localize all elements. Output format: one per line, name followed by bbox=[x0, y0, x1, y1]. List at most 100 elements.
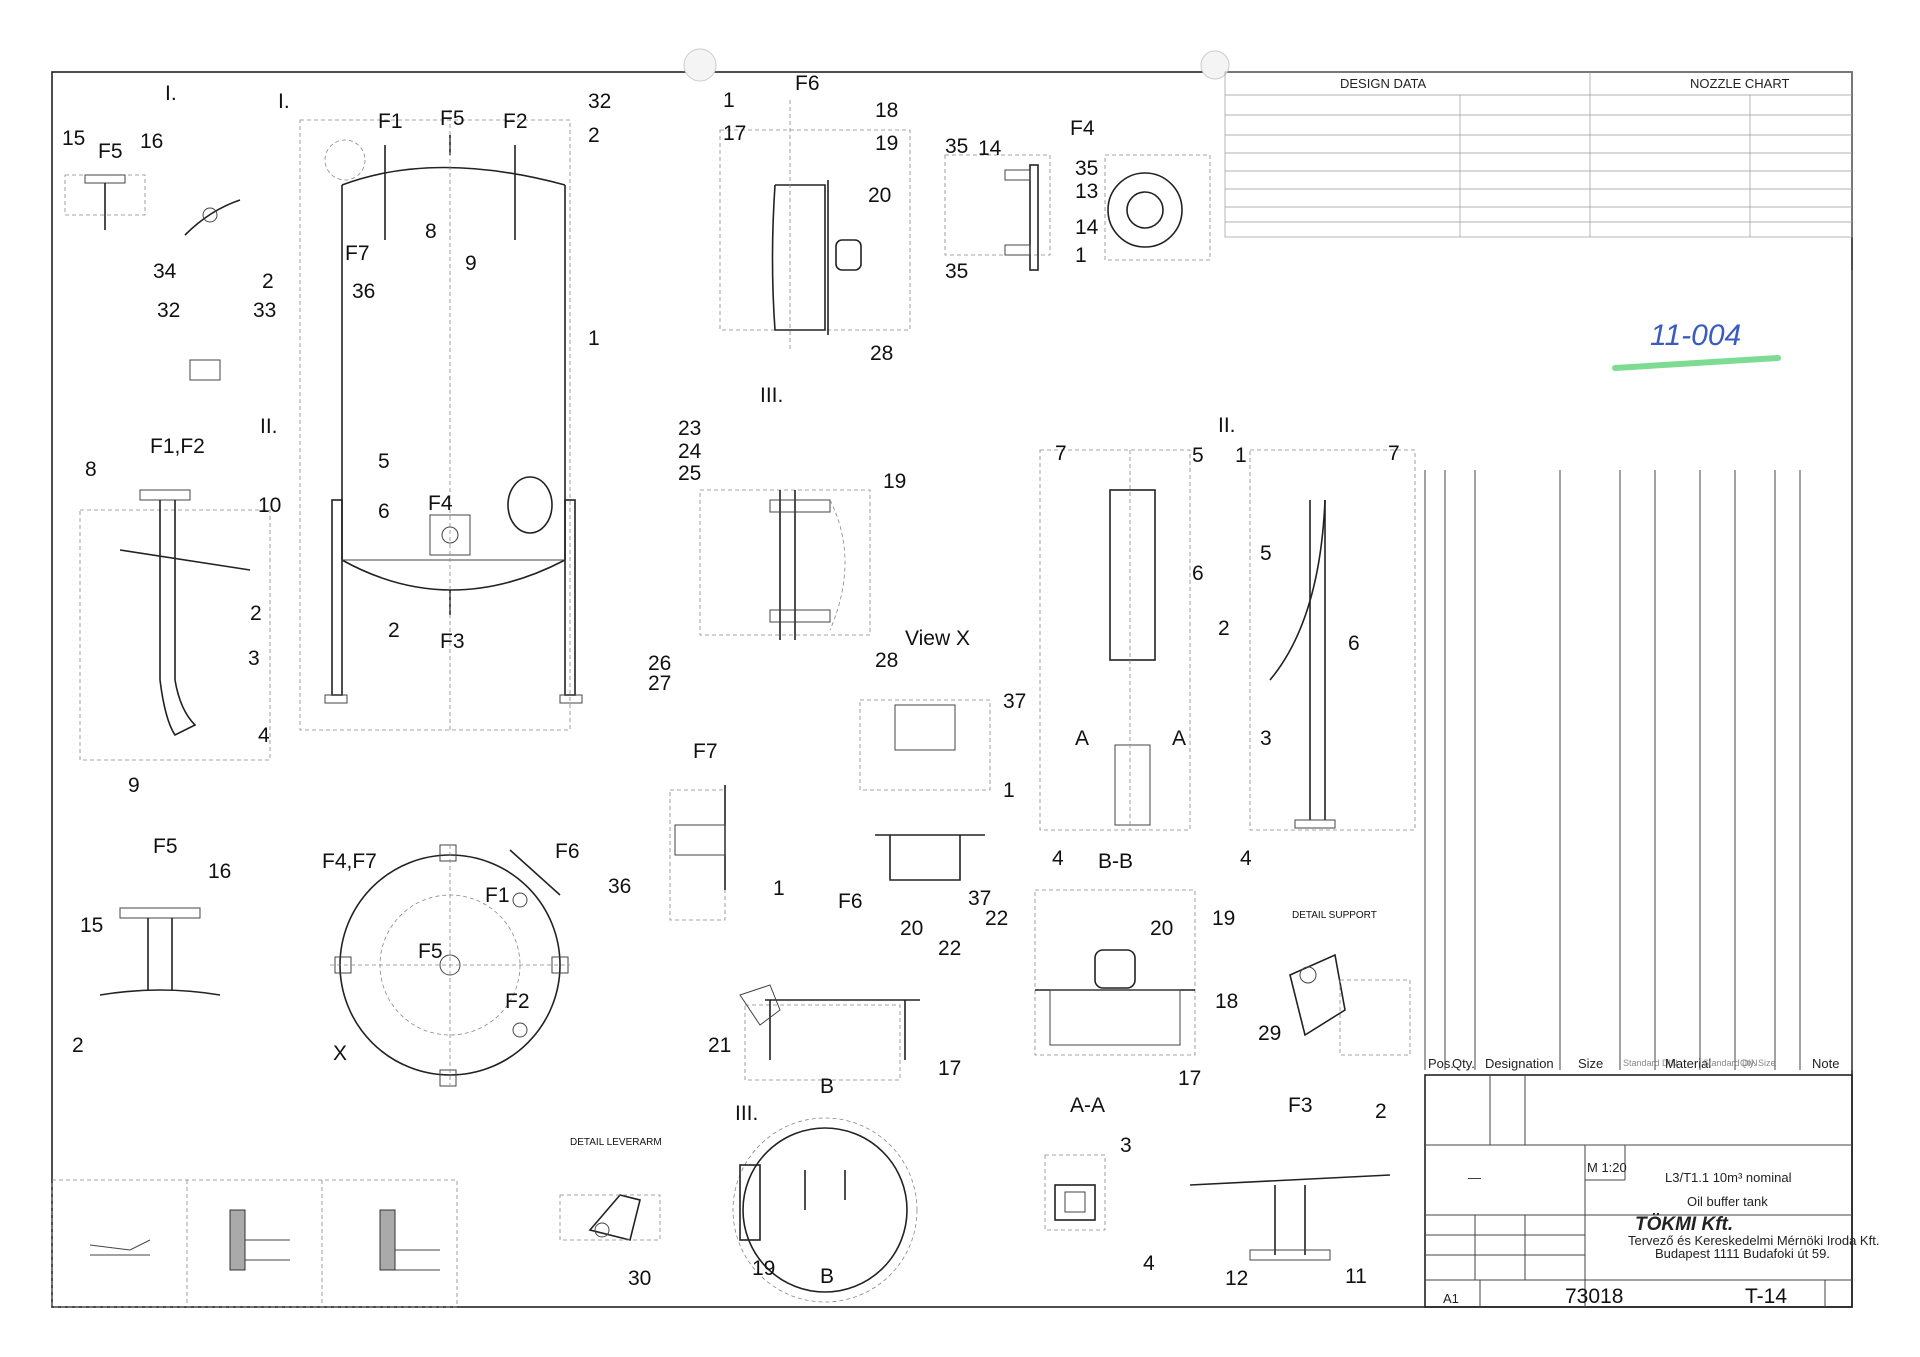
part-label: F2 bbox=[503, 110, 528, 133]
part-label: F4 bbox=[428, 492, 453, 515]
part-label: 7 bbox=[1388, 442, 1400, 465]
part-label: 15 bbox=[62, 127, 85, 150]
title-line2: Oil buffer tank bbox=[1687, 1194, 1768, 1209]
part-label: 19 bbox=[875, 132, 898, 155]
part-label: 9 bbox=[128, 774, 140, 797]
part-label: 1 bbox=[1075, 244, 1087, 267]
part-label: 1 bbox=[1235, 444, 1247, 467]
part-label: 19 bbox=[1212, 907, 1235, 930]
part-label: 15 bbox=[80, 914, 103, 937]
bom-col-pos: Pos. bbox=[1428, 1056, 1454, 1071]
title-sheet-size: A1 bbox=[1443, 1291, 1459, 1306]
part-label: 20 bbox=[900, 917, 923, 940]
part-label: 17 bbox=[723, 122, 746, 145]
part-label: 21 bbox=[708, 1034, 731, 1057]
part-label: 2 bbox=[388, 619, 400, 642]
detail-III-bottom-title: III. bbox=[735, 1102, 758, 1125]
handwritten-note: 11-004 bbox=[1650, 319, 1741, 352]
part-label: 22 bbox=[985, 907, 1008, 930]
part-label: 34 bbox=[153, 260, 177, 283]
part-label: 2 bbox=[250, 602, 262, 625]
part-label: 9 bbox=[465, 252, 477, 275]
part-label: X bbox=[333, 1042, 347, 1065]
plan-view bbox=[330, 844, 570, 1087]
part-label: 16 bbox=[208, 860, 231, 883]
part-label: F1 bbox=[485, 884, 510, 907]
part-label: 1 bbox=[588, 327, 600, 350]
part-label: 37 bbox=[968, 887, 991, 910]
part-label: 1 bbox=[773, 877, 785, 900]
part-label: 37 bbox=[1003, 690, 1026, 713]
bom-col-note: Note bbox=[1812, 1056, 1839, 1071]
part-label: 1 bbox=[723, 89, 735, 112]
part-label: 36 bbox=[352, 280, 375, 303]
detail-F4-sketch bbox=[944, 154, 1211, 271]
part-label: 7 bbox=[1055, 442, 1067, 465]
design-data-header: DESIGN DATA bbox=[1340, 76, 1427, 91]
part-label: A bbox=[1172, 727, 1186, 750]
part-label: 20 bbox=[868, 184, 891, 207]
detail-III-top-title: III. bbox=[760, 384, 783, 407]
nozzle-chart-header: NOZZLE CHART bbox=[1690, 76, 1789, 91]
part-label: 6 bbox=[1348, 632, 1360, 655]
bom-col-std2: Standard DIN bbox=[1703, 1058, 1758, 1068]
detail-F3-title: F3 bbox=[1288, 1094, 1313, 1117]
part-label: 22 bbox=[938, 937, 961, 960]
part-label: F3 bbox=[440, 630, 465, 653]
bom-col-size: Size bbox=[1578, 1056, 1603, 1071]
part-label: 19 bbox=[883, 470, 906, 493]
detail-F7-sketch bbox=[669, 785, 726, 921]
part-label: 5 bbox=[378, 450, 390, 473]
title-drawing-no: 73018 bbox=[1565, 1285, 1623, 1308]
view-x-title: View X bbox=[905, 627, 970, 650]
part-label: 28 bbox=[870, 342, 893, 365]
part-label: 28 bbox=[875, 649, 898, 672]
part-label: 35 bbox=[945, 135, 968, 158]
part-label: 18 bbox=[875, 99, 898, 122]
detail-F4-title: F4 bbox=[1070, 117, 1095, 140]
part-label: 35 bbox=[1075, 157, 1098, 180]
detail-F5-sketch bbox=[99, 907, 221, 996]
part-label: 14 bbox=[1075, 216, 1099, 239]
part-label: 5 bbox=[1260, 542, 1272, 565]
section-AA-sketch bbox=[1044, 1154, 1106, 1231]
detail-support-sketch bbox=[1289, 953, 1411, 1056]
section-BB-title: B-B bbox=[1098, 850, 1133, 873]
part-label: 17 bbox=[938, 1057, 961, 1080]
detail-leverarm-sketch bbox=[559, 1194, 661, 1241]
part-label: 33 bbox=[253, 299, 276, 322]
title-dash: — bbox=[1468, 1170, 1481, 1185]
part-label: 4 bbox=[1143, 1252, 1155, 1275]
part-label: 12 bbox=[1225, 1267, 1248, 1290]
detail-F6-bottom-title: F6 bbox=[838, 890, 863, 913]
part-label: 35 bbox=[945, 260, 968, 283]
part-label: 24 bbox=[678, 440, 702, 463]
detail-II-right-title: II. bbox=[1218, 414, 1236, 437]
part-label: 6 bbox=[378, 500, 390, 523]
part-label: F1 bbox=[378, 110, 403, 133]
part-label: 32 bbox=[588, 90, 611, 113]
title-company: TÖKMI Kft. bbox=[1635, 1214, 1733, 1235]
title-company-sub2: Budapest 1111 Budafoki út 59. bbox=[1655, 1246, 1830, 1261]
detail-F6-bottom-sketch bbox=[739, 984, 920, 1081]
part-label: 8 bbox=[425, 220, 437, 243]
detail-I-sketch bbox=[64, 174, 241, 381]
part-label: 2 bbox=[588, 124, 600, 147]
part-label: 3 bbox=[1260, 727, 1272, 750]
part-label: F2 bbox=[505, 990, 530, 1013]
title-company-sub1: Tervező és Kereskedelmi Mérnöki Iroda Kf… bbox=[1628, 1233, 1879, 1248]
tank-elevation bbox=[299, 110, 583, 731]
detail-F3-sketch bbox=[1189, 1174, 1391, 1261]
section-BB-sketch bbox=[1039, 449, 1191, 831]
part-label: 4 bbox=[1240, 847, 1252, 870]
part-label: 20 bbox=[1150, 917, 1173, 940]
part-label: F5 bbox=[418, 940, 443, 963]
part-label: 25 bbox=[678, 462, 701, 485]
part-label: F4,F7 bbox=[322, 850, 377, 873]
part-label: 6 bbox=[1192, 562, 1204, 585]
part-label: 30 bbox=[628, 1267, 651, 1290]
part-label: 32 bbox=[157, 299, 180, 322]
parts-list bbox=[1424, 270, 1853, 1070]
detail-III-bottom-sketch bbox=[732, 1117, 918, 1303]
